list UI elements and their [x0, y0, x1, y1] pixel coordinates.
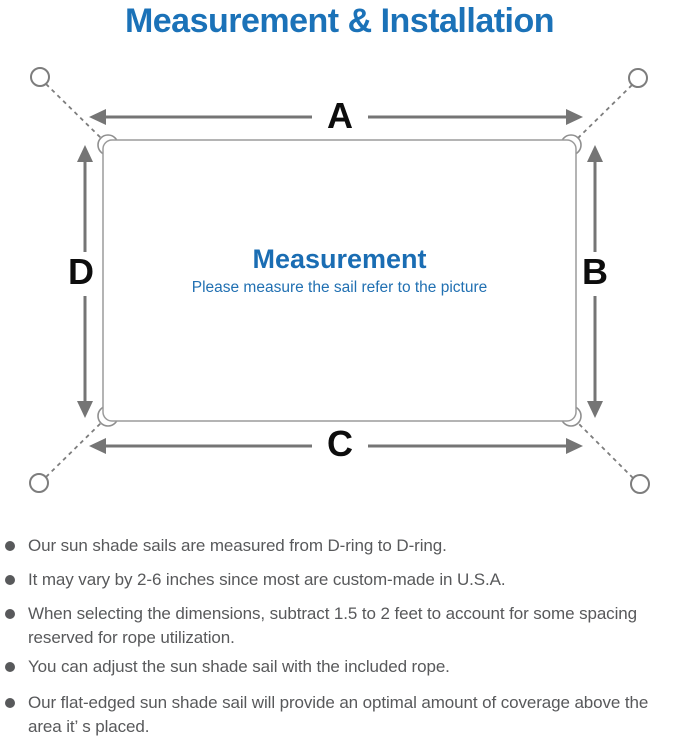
anchor-ring-icon-top-left [30, 67, 50, 87]
arrowhead-b-bottom [587, 401, 603, 418]
list-item: It may vary by 2-6 inches since most are… [4, 568, 672, 592]
anchor-ring-icon-bottom-left [29, 473, 49, 493]
note-text: Our flat-edged sun shade sail will provi… [28, 693, 649, 736]
notes-list: Our sun shade sails are measured from D-… [4, 534, 672, 739]
arrowhead-d-top [77, 145, 93, 162]
shade-sail-outline [102, 139, 577, 422]
list-item: You can adjust the sun shade sail with t… [4, 655, 672, 679]
bullet-dot-icon [5, 698, 15, 708]
arrowhead-c-right [566, 438, 583, 454]
arrowhead-c-left [89, 438, 106, 454]
dimension-label-d: D [62, 252, 100, 296]
bullet-dot-icon [5, 609, 15, 619]
arrowhead-d-bottom [77, 401, 93, 418]
measurement-subtitle: Please measure the sail refer to the pic… [191, 279, 488, 296]
note-text: You can adjust the sun shade sail with t… [28, 657, 450, 676]
dimension-label-b: B [577, 252, 613, 296]
list-item: When selecting the dimensions, subtract … [4, 602, 672, 650]
note-text: When selecting the dimensions, subtract … [28, 604, 637, 647]
rope-dash-bottom-left [45, 420, 104, 478]
dimension-label-c: C [312, 424, 368, 464]
note-text: It may vary by 2-6 inches since most are… [28, 570, 506, 589]
rope-dash-top-left [45, 83, 104, 141]
dimension-label-a: A [312, 96, 368, 138]
sail-center-text: Measurement Please measure the sail refe… [103, 243, 576, 298]
bullet-dot-icon [5, 575, 15, 585]
list-item: Our flat-edged sun shade sail will provi… [4, 691, 672, 739]
measurement-heading: Measurement [252, 244, 427, 274]
bullet-dot-icon [5, 541, 15, 551]
arrowhead-a-left [89, 109, 106, 125]
anchor-ring-icon-top-right [628, 68, 648, 88]
note-text: Our sun shade sails are measured from D-… [28, 536, 447, 555]
arrowhead-b-top [587, 145, 603, 162]
page-title: Measurement & Installation [124, 2, 555, 40]
anchor-ring-icon-bottom-right [630, 474, 650, 494]
list-item: Our sun shade sails are measured from D-… [4, 534, 672, 558]
bullet-dot-icon [5, 662, 15, 672]
rope-dash-bottom-right [575, 420, 634, 479]
rope-dash-top-right [575, 84, 633, 141]
arrowhead-a-right [566, 109, 583, 125]
